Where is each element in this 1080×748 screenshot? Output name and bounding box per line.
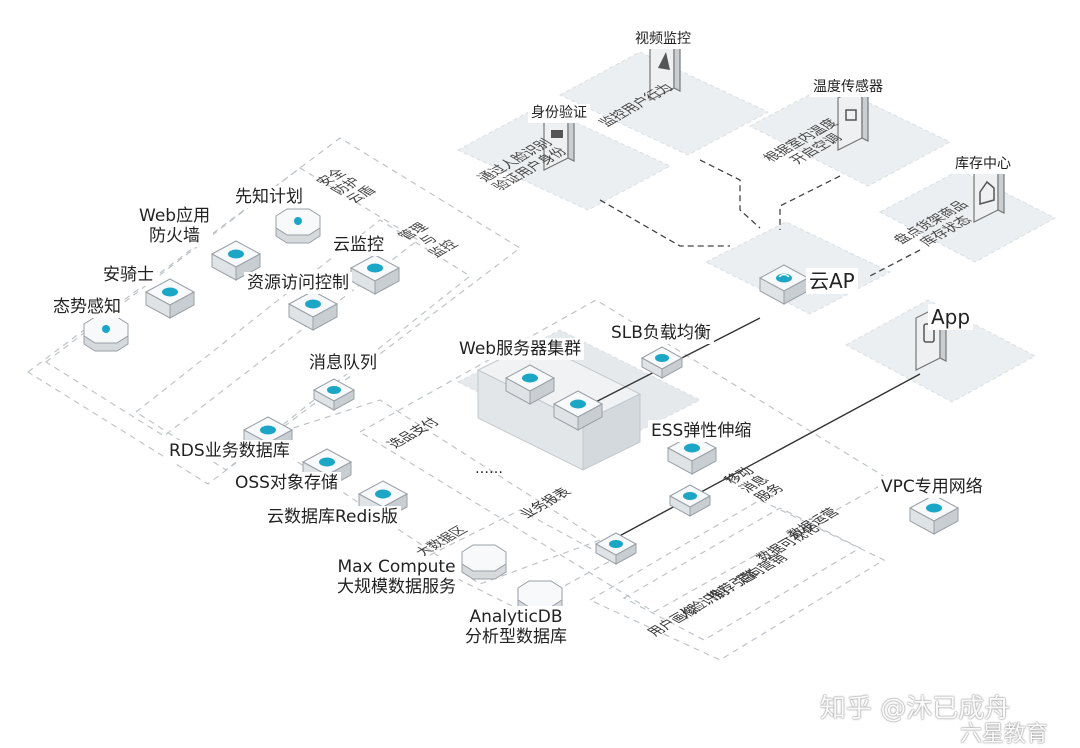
redis-label: 云数据库Redis版 (264, 506, 401, 528)
ellipsis-label: …… (475, 461, 503, 477)
anqishi-label: 安骑士 (100, 264, 157, 286)
temp-sensor-label: 温度传感器 (810, 78, 886, 97)
video-monitor-label: 视频监控 (632, 30, 694, 49)
vpc-icon (909, 494, 959, 535)
waf-label: Web应用 防火墙 (136, 205, 214, 247)
analyticdb-label: AnalyticDB 分析型数据库 (462, 606, 570, 648)
id-card-icon (543, 105, 575, 171)
mq-label: 消息队列 (306, 352, 380, 374)
cloud-monitor-label: 云监控 (330, 234, 387, 256)
wifi-icon (759, 264, 809, 305)
inventory-label: 库存中心 (952, 155, 1014, 174)
ess-label: ESS弹性伸缩 (648, 420, 755, 442)
oss-label: OSS对象存储 (232, 472, 341, 494)
situation-awareness-icon (83, 316, 129, 352)
slb-icon (641, 346, 683, 379)
warehouse-icon (973, 157, 1005, 223)
ram-icon (288, 290, 338, 331)
ram-label: 资源访问控制 (244, 272, 352, 294)
cloud-ap-label: 云AP (806, 268, 858, 294)
web-cluster-label: Web服务器集群 (456, 338, 585, 360)
thermometer-icon (837, 85, 869, 151)
xianzhi-label: 先知计划 (232, 186, 306, 208)
situation-awareness-label: 态势感知 (50, 296, 124, 318)
maxcompute-icon (461, 544, 507, 580)
mq-icon (313, 378, 355, 411)
zhihu-watermark: 知乎 @沐已成舟 (820, 694, 1011, 724)
slb-label: SLB负载均衡 (608, 322, 714, 344)
app-label: App (928, 304, 974, 330)
report-icon (595, 532, 637, 565)
identity-label: 身份验证 (528, 104, 590, 123)
xianzhi-icon (275, 208, 321, 244)
maxcompute-label: Max Compute 大规模数据服务 (334, 556, 459, 598)
vpc-label: VPC专用网络 (878, 476, 986, 498)
camera-icon (649, 35, 681, 101)
cloud-monitor-icon (350, 254, 400, 295)
liuxing-watermark: 六星教育 (960, 722, 1049, 747)
rds-label: RDS业务数据库 (166, 440, 293, 462)
web-cluster-block (476, 341, 642, 471)
